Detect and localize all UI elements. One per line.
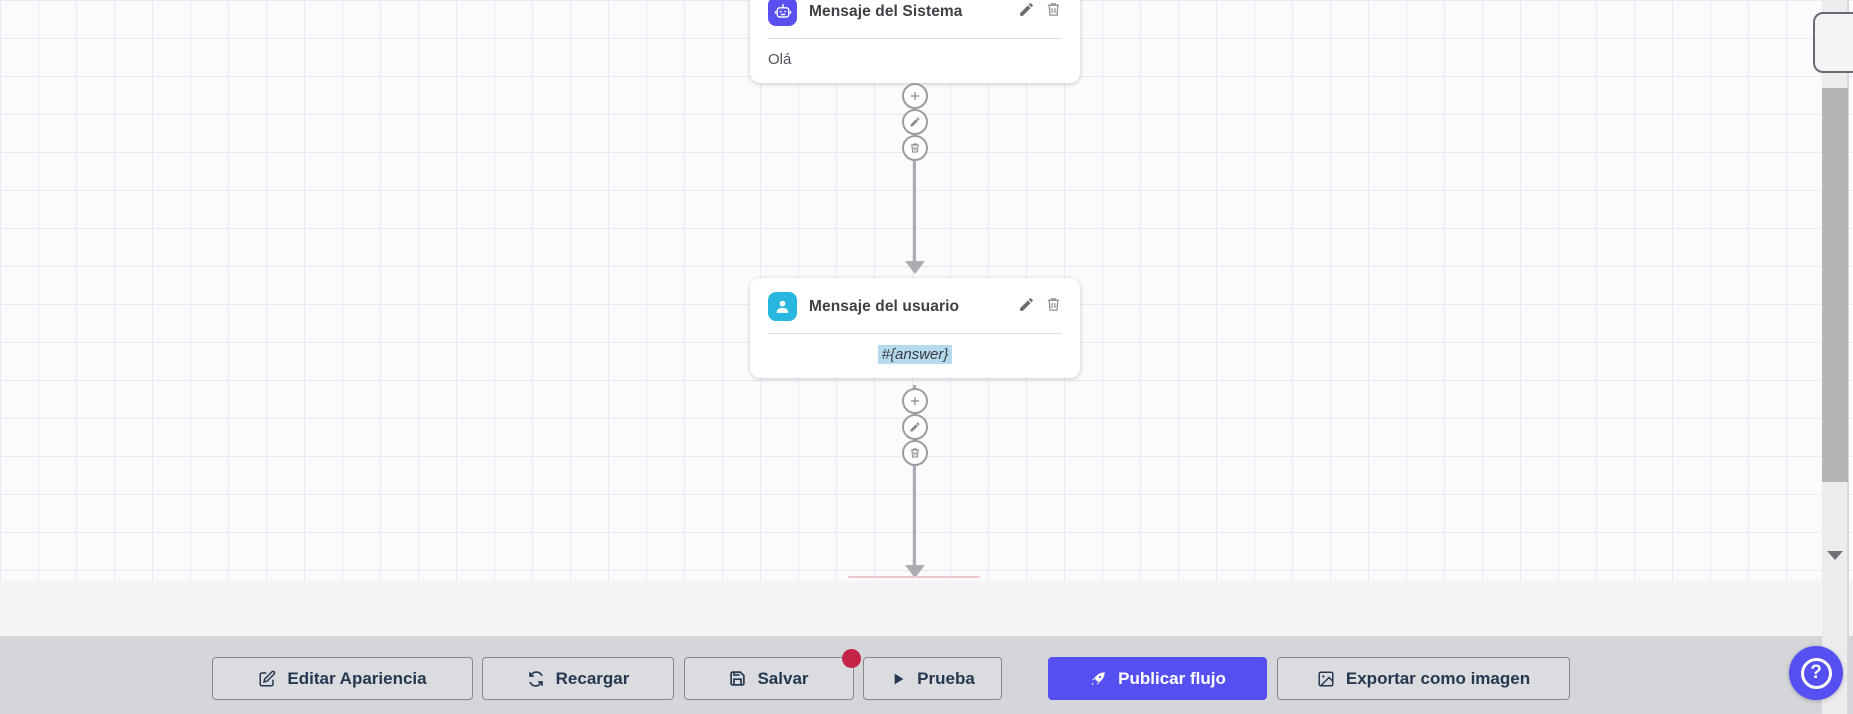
- delete-connector-button[interactable]: [902, 135, 928, 161]
- button-label: Recargar: [555, 668, 630, 688]
- connector-arrowhead: [905, 565, 925, 578]
- edit-node-icon[interactable]: [1018, 1, 1035, 23]
- save-button[interactable]: Salvar: [684, 649, 861, 700]
- connector-arrowhead: [905, 261, 925, 274]
- node-divider: [768, 333, 1062, 334]
- button-label: Publicar flujo: [1118, 668, 1226, 688]
- test-button[interactable]: Prueba: [863, 657, 1002, 700]
- publish-flow-button[interactable]: Publicar flujo: [1048, 657, 1267, 700]
- delete-node-icon[interactable]: [1045, 1, 1062, 23]
- scrollbar-thumb[interactable]: [1822, 88, 1848, 482]
- canvas-bottom-strip: [0, 581, 1853, 636]
- connector-line: [913, 79, 916, 263]
- edit-appearance-button[interactable]: Editar Apariencia: [212, 657, 473, 700]
- reload-button[interactable]: Recargar: [482, 657, 674, 700]
- add-step-button[interactable]: [902, 388, 928, 414]
- export-image-button[interactable]: Exportar como imagen: [1277, 657, 1570, 700]
- button-label: Exportar como imagen: [1345, 668, 1531, 688]
- rocket-icon: [1091, 671, 1105, 685]
- answer-variable-chip[interactable]: #{answer}: [877, 345, 953, 364]
- user-icon: [768, 292, 797, 321]
- node-title: Mensaje del usuario: [809, 297, 960, 315]
- node-header: Mensaje del Sistema: [768, 0, 1062, 26]
- unsaved-changes-badge: [842, 649, 861, 668]
- robot-icon: [768, 0, 797, 26]
- delete-connector-button[interactable]: [902, 440, 928, 466]
- image-icon: [1318, 671, 1334, 686]
- user-message-node[interactable]: Mensaje del usuario #{answer}: [750, 278, 1080, 378]
- button-label: Salvar: [757, 668, 809, 688]
- edit-node-icon[interactable]: [1018, 296, 1035, 318]
- node-header: Mensaje del usuario: [768, 292, 1062, 321]
- delete-node-icon[interactable]: [1045, 296, 1062, 318]
- scrollbar-edge-line: [1847, 0, 1849, 714]
- scroll-down-arrow-icon[interactable]: [1827, 551, 1843, 560]
- button-label: Editar Apariencia: [287, 668, 427, 688]
- node-content: #{answer}: [768, 345, 1062, 364]
- save-icon: [730, 671, 746, 686]
- next-node-clipped-edge: [848, 576, 980, 578]
- refresh-icon: [528, 670, 543, 687]
- edit-connector-button[interactable]: [902, 414, 928, 440]
- connector-line: [913, 385, 916, 566]
- system-message-node[interactable]: Mensaje del Sistema Olá: [750, 0, 1080, 83]
- play-icon: [894, 673, 904, 684]
- button-label: Prueba: [917, 668, 975, 688]
- node-title: Mensaje del Sistema: [809, 2, 963, 20]
- node-divider: [768, 38, 1062, 39]
- edit-square-icon: [259, 670, 276, 686]
- edit-connector-button[interactable]: [902, 109, 928, 135]
- help-button[interactable]: ?: [1789, 646, 1843, 700]
- node-content: Olá: [768, 51, 792, 68]
- question-mark-icon: ?: [1800, 657, 1832, 689]
- add-step-button[interactable]: [902, 83, 928, 109]
- clipped-side-panel: [1813, 12, 1853, 73]
